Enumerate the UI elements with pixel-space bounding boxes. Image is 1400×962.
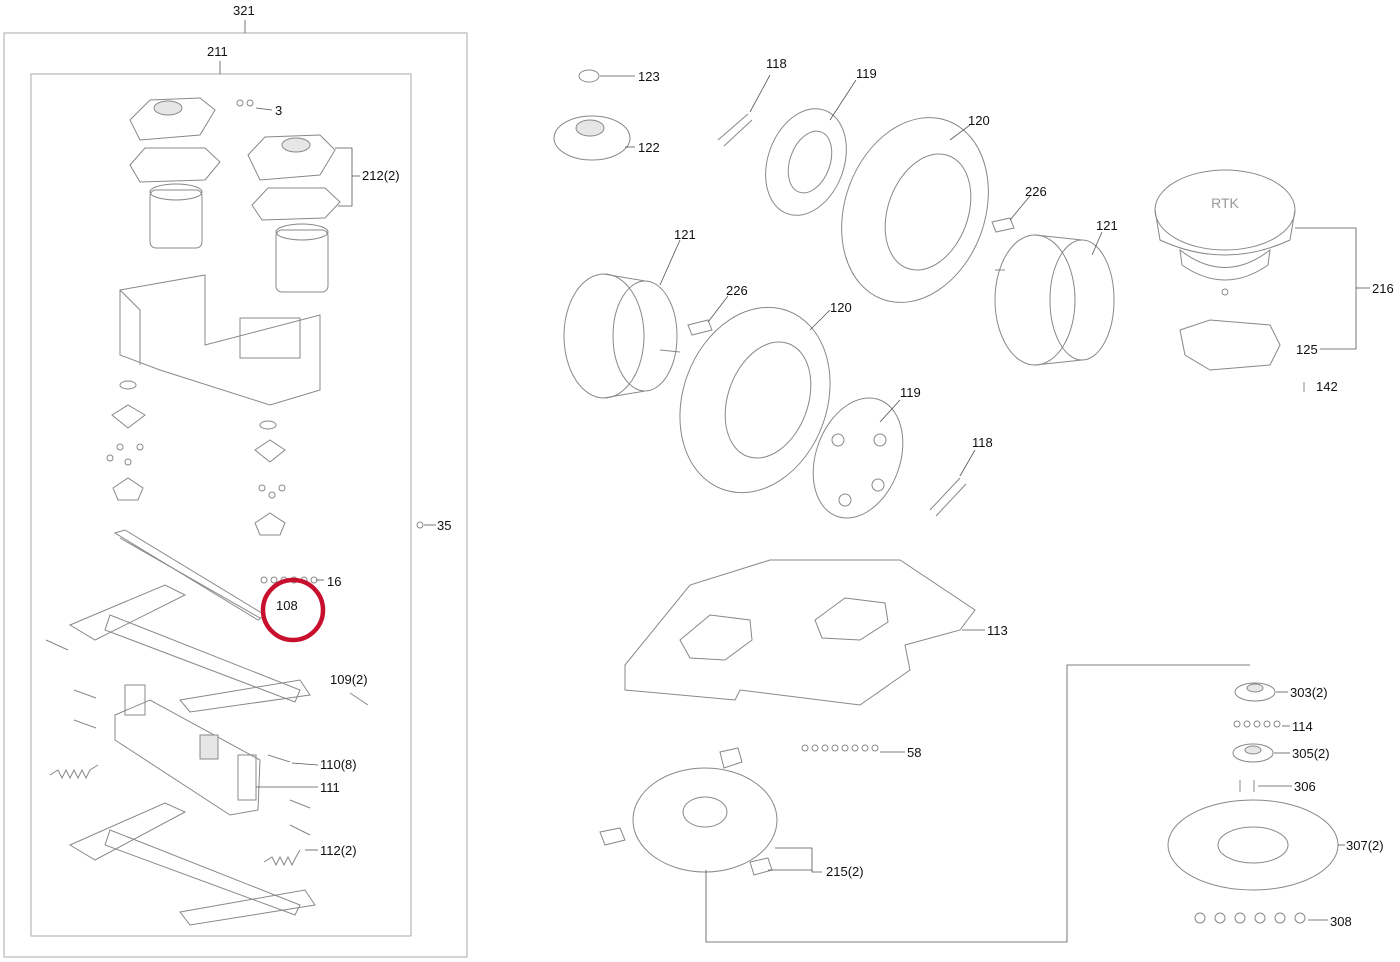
label-121-right: 121	[1096, 218, 1118, 233]
label-226-top: 226	[1025, 184, 1047, 199]
hub-cover-119-left	[812, 397, 904, 519]
bracket-line-right	[705, 664, 1250, 943]
spring-left	[49, 764, 99, 780]
wheel-motor-121-left	[563, 239, 681, 399]
label-305: 305(2)	[1292, 746, 1330, 761]
label-142: 142	[1316, 379, 1338, 394]
label-16: 16	[327, 574, 341, 589]
rtk-logo-text: RTK	[1211, 195, 1239, 211]
assembly-frame-321	[3, 20, 468, 958]
tire-120-left	[679, 306, 831, 494]
label-226-left: 226	[726, 283, 748, 298]
rocker-frame-lower	[68, 802, 316, 926]
label-58: 58	[907, 745, 921, 760]
tire-120-top	[841, 117, 989, 303]
rtk-antenna-216: RTK	[1154, 169, 1370, 350]
label-216: 216	[1372, 281, 1394, 296]
hub-122	[553, 115, 635, 161]
motor-cover-left	[129, 97, 216, 141]
screws-114	[1233, 720, 1290, 728]
label-119-left: 119	[900, 385, 921, 400]
screws-306	[1239, 780, 1292, 792]
part-303	[1234, 682, 1288, 702]
bearing-305	[1232, 743, 1290, 763]
assembly-frame-211	[30, 61, 412, 937]
label-109: 109(2)	[330, 672, 368, 687]
label-120-top: 120	[968, 113, 990, 128]
label-111: 111	[320, 780, 340, 795]
base-plate-113	[624, 559, 985, 706]
bolt-left-1	[45, 639, 69, 651]
screws-3	[236, 99, 273, 111]
label-114: 114	[1292, 719, 1313, 734]
nuts-308	[1194, 912, 1328, 924]
mount-parts-right	[254, 420, 286, 536]
mount-parts-left	[106, 380, 146, 501]
chassis-rail	[113, 529, 266, 621]
part-109	[349, 692, 369, 706]
label-307: 307(2)	[1346, 838, 1384, 853]
label-121-top: 121	[674, 227, 696, 242]
bolts-110	[267, 754, 319, 836]
label-212: 212(2)	[362, 168, 400, 183]
screws-118-left	[929, 449, 976, 517]
bolts-left-2	[73, 689, 97, 729]
shim-226-left	[687, 295, 729, 336]
motor-left	[149, 183, 203, 249]
center-bracket-111	[114, 684, 318, 816]
label-125: 125	[1296, 342, 1318, 357]
motor-housing-bracket	[119, 274, 321, 406]
label-108: 108	[276, 598, 298, 613]
label-3: 3	[275, 103, 282, 118]
label-308: 308	[1330, 914, 1352, 929]
blade-disc-215	[599, 747, 822, 876]
highlight-circle	[260, 577, 326, 643]
label-303: 303(2)	[1290, 685, 1328, 700]
label-120-left: 120	[830, 300, 852, 315]
label-321: 321	[233, 3, 255, 18]
leader-212	[335, 147, 360, 207]
gasket-right	[251, 187, 341, 221]
label-35: 35	[437, 518, 451, 533]
label-123: 123	[638, 69, 660, 84]
gasket-left	[129, 147, 221, 183]
label-215: 215(2)	[826, 864, 864, 879]
part-35	[416, 521, 436, 529]
shim-226-top	[991, 195, 1031, 233]
label-112: 112(2)	[320, 843, 357, 858]
wheel-motor-121-right	[994, 231, 1115, 366]
gasket-125	[1179, 319, 1281, 371]
spring-112	[263, 849, 318, 867]
label-118-left: 118	[972, 435, 993, 450]
screws-118-top	[717, 74, 771, 147]
label-211: 211	[207, 44, 228, 59]
label-110: 110(8)	[320, 757, 357, 772]
label-122: 122	[638, 140, 660, 155]
label-113: 113	[987, 623, 1008, 638]
rocker-frame-upper	[68, 584, 311, 713]
label-119-top: 119	[856, 66, 877, 81]
gear-123	[578, 69, 635, 83]
blade-plate-307	[1167, 799, 1345, 891]
label-306: 306	[1294, 779, 1316, 794]
motor-cover-right	[247, 134, 336, 181]
label-118-top: 118	[766, 56, 787, 71]
motor-right	[275, 223, 329, 293]
hub-cover-119-top	[765, 79, 857, 216]
screws-58	[801, 744, 905, 753]
